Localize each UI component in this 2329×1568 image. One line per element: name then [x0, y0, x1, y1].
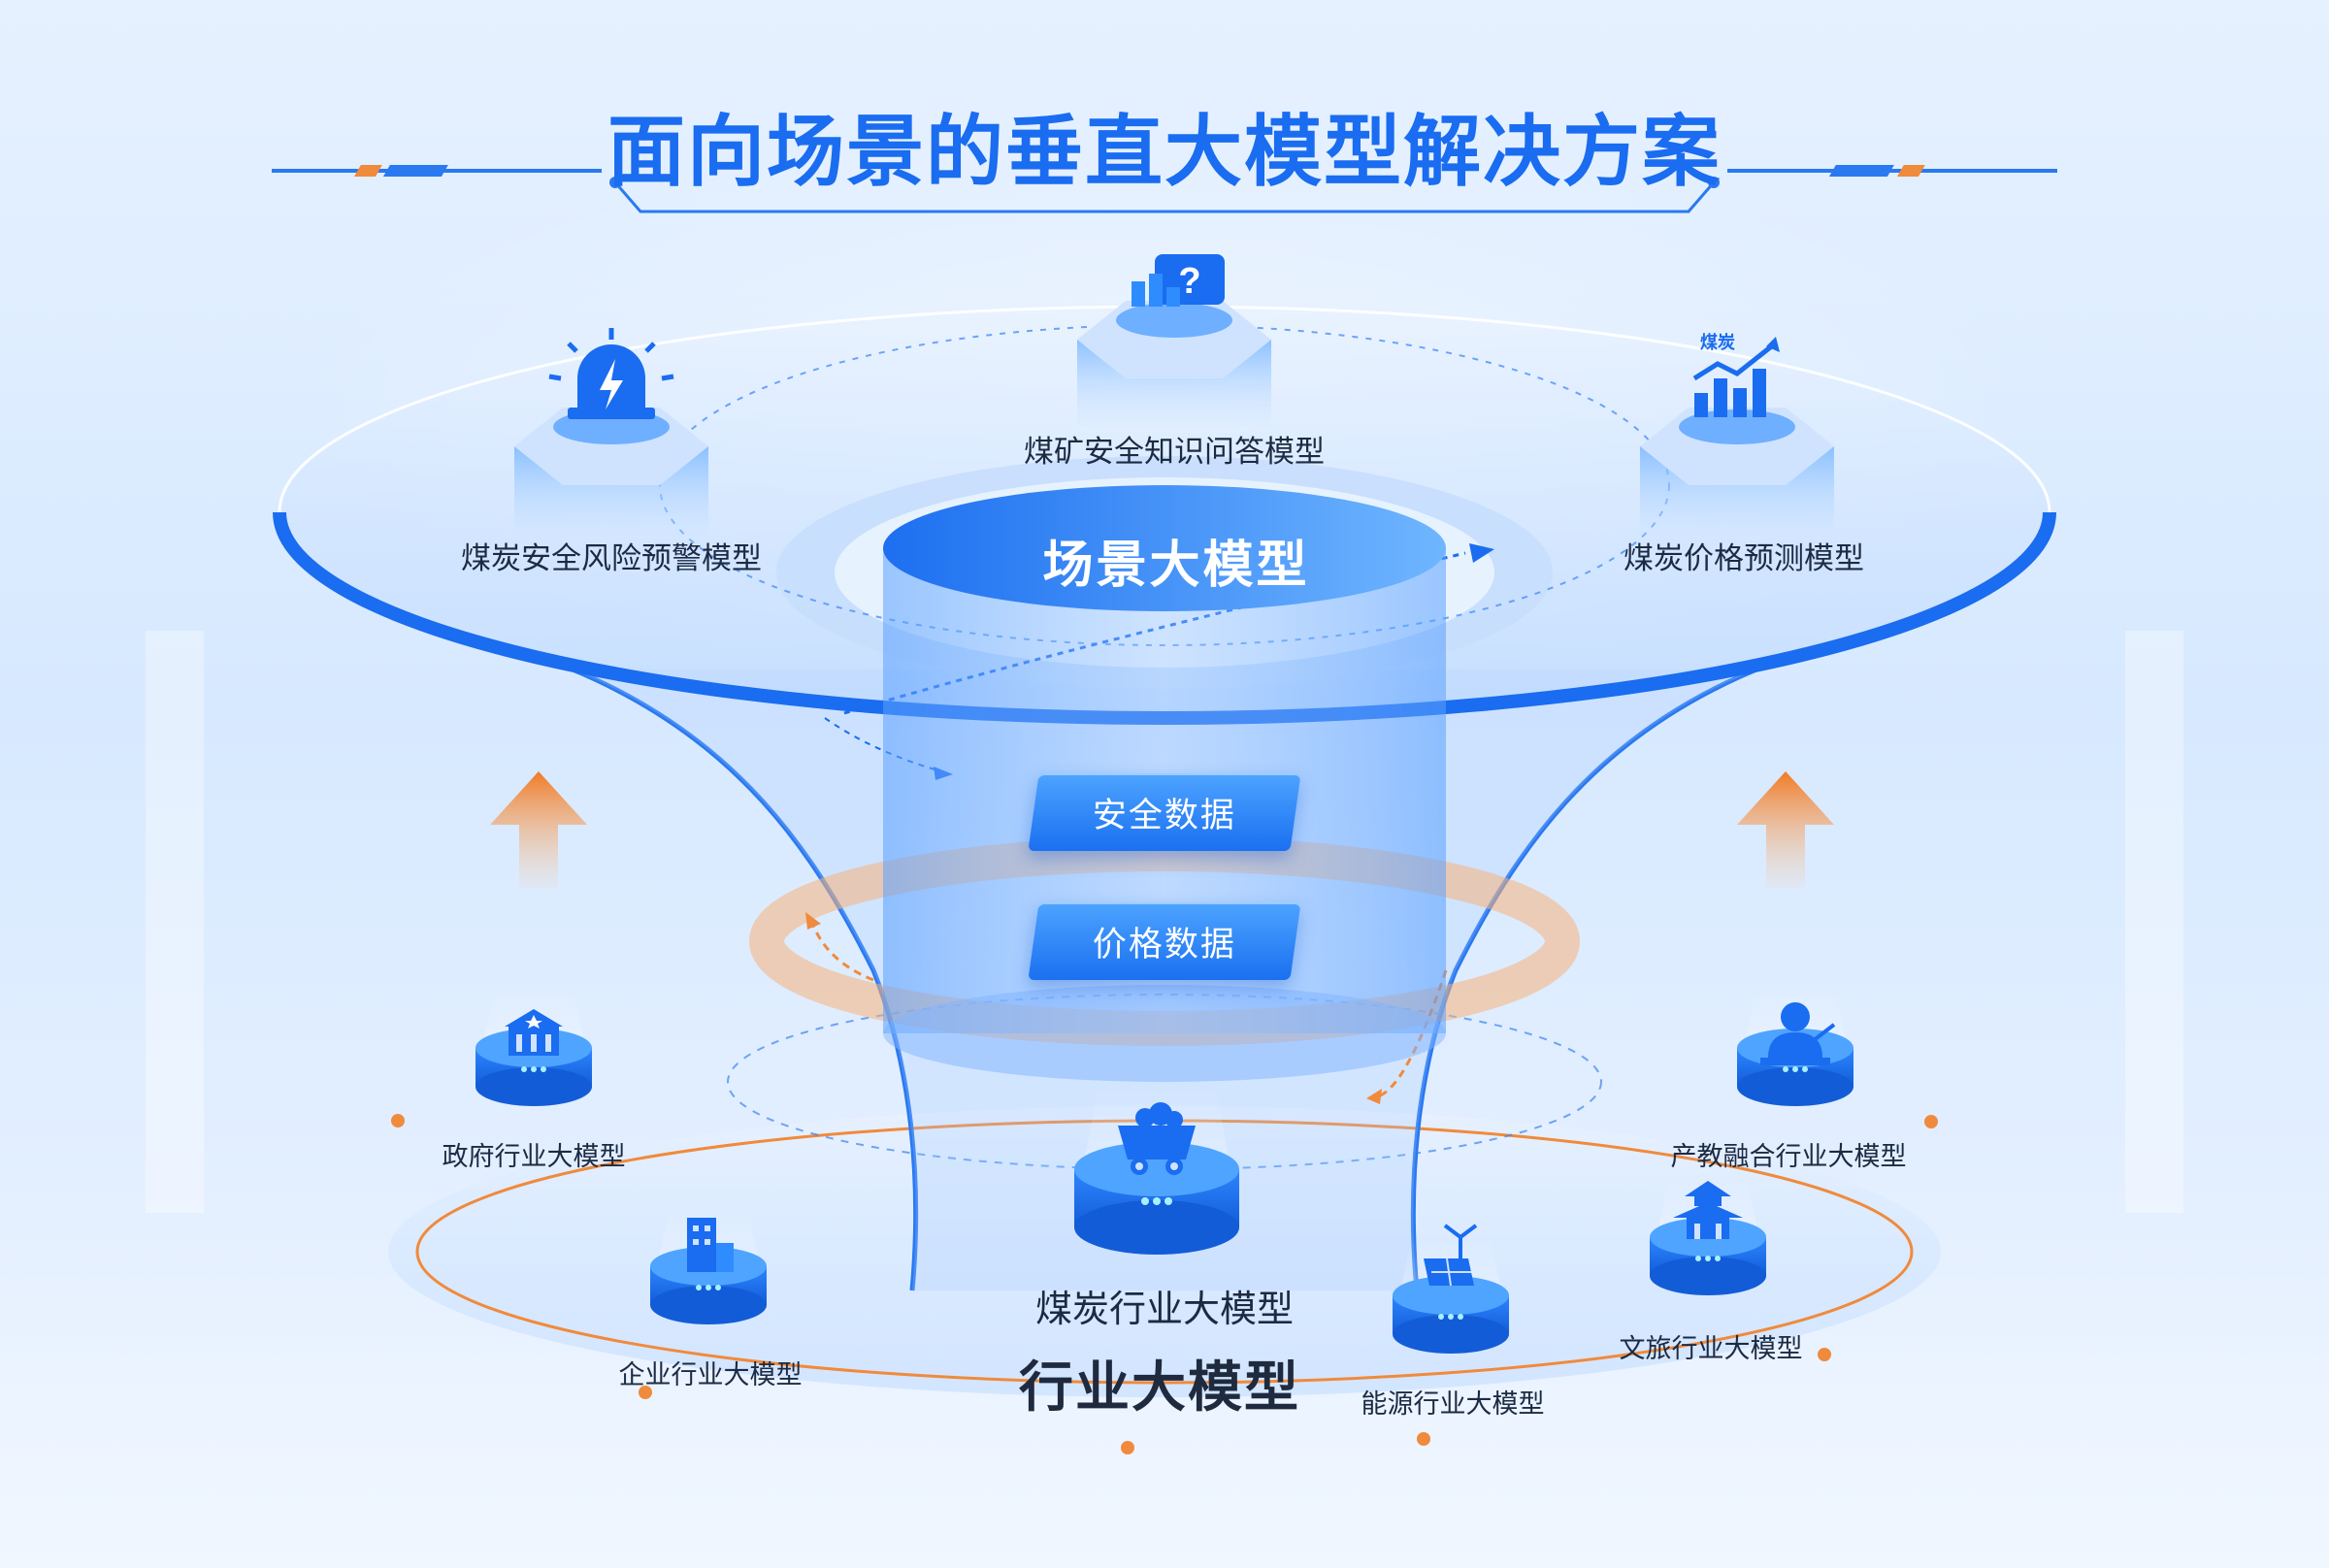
svg-text:?: ? [1178, 261, 1200, 302]
hex-pedestal-3 [1640, 408, 1834, 543]
industry-model-label: 能源行业大模型 [1361, 1389, 1545, 1420]
puck-energy [1393, 1237, 1509, 1354]
office-building-icon [687, 1218, 734, 1272]
coal-icon-label: 煤炭 [1700, 332, 1735, 353]
safety-data-label: 安全数据 [1092, 796, 1236, 835]
coal-industry-model-label: 煤炭行业大模型 [1034, 1288, 1295, 1330]
scene-model-label: 煤炭价格预测模型 [1624, 541, 1864, 576]
scene-model-label: 煤矿安全知识问答模型 [1024, 435, 1325, 470]
industry-model-label: 政府行业大模型 [442, 1142, 626, 1172]
title-decoration [272, 165, 2057, 213]
price-data-button[interactable]: 价格数据 [1028, 902, 1301, 980]
safety-data-button[interactable]: 安全数据 [1028, 773, 1301, 851]
hex-pedestal-2 [1077, 301, 1271, 427]
scene-model-label: 煤炭安全风险预警模型 [461, 541, 762, 576]
price-data-label: 价格数据 [1092, 925, 1236, 964]
industry-model-label: 企业行业大模型 [618, 1360, 803, 1390]
up-arrow-left [490, 771, 587, 888]
industry-model-center-label: 行业大模型 [1019, 1356, 1300, 1420]
government-building-icon [505, 1009, 563, 1056]
qa-chat-icon: ? [1132, 254, 1225, 307]
industry-model-label: 产教融合行业大模型 [1670, 1142, 1907, 1172]
hex-pedestal-1 [514, 408, 708, 543]
industry-model-label: 文旅行业大模型 [1619, 1334, 1803, 1364]
mine-cart-icon [1118, 1102, 1196, 1175]
coal-price-chart-icon: 煤炭 [1692, 332, 1780, 417]
pavilion-icon [1673, 1181, 1743, 1239]
alarm-icon [548, 328, 674, 419]
teacher-icon [1760, 1002, 1836, 1065]
wind-solar-icon [1424, 1224, 1478, 1287]
scene-model-center-label: 场景大模型 [1042, 537, 1310, 595]
page-title: 面向场景的垂直大模型解决方案 [607, 107, 1722, 197]
up-arrow-right [1737, 771, 1834, 888]
